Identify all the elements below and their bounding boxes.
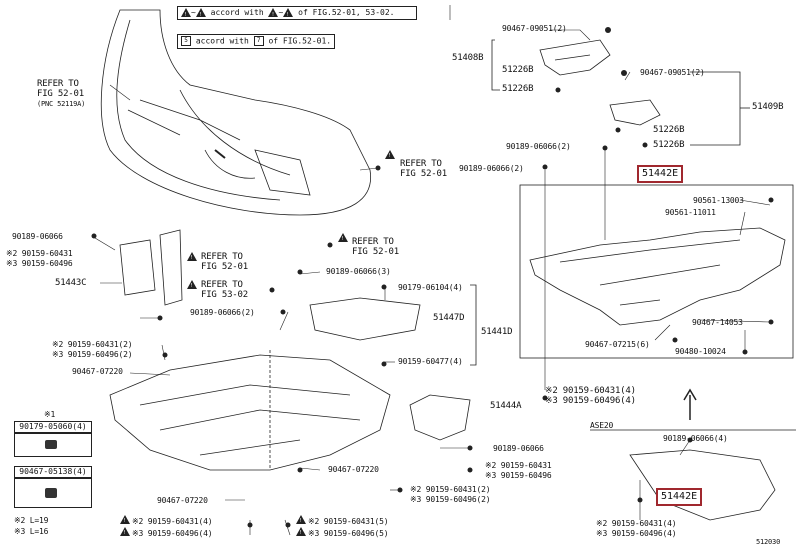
- legend-note: ※2 L=19: [14, 516, 49, 525]
- legend-part[interactable]: 90179-05060(4): [14, 421, 92, 433]
- part-label[interactable]: 90467-14053: [692, 318, 743, 327]
- part-label[interactable]: 90189-06066(3): [326, 267, 391, 276]
- warning-icon: !: [283, 8, 294, 18]
- refer-label[interactable]: REFER TO: [37, 79, 79, 89]
- part-label[interactable]: 90189-06066: [493, 444, 544, 453]
- part-label[interactable]: 90179-06104(4): [398, 283, 463, 292]
- square-number-icon: 5: [181, 36, 191, 46]
- note-box-2: 5 accord with 7 of FIG.52-01.: [177, 34, 335, 49]
- part-label[interactable]: 51447D: [433, 313, 465, 323]
- part-label[interactable]: 51409B: [752, 102, 784, 112]
- figure-number: 512030: [756, 538, 781, 546]
- fig-ref-link[interactable]: FIG 52-01: [201, 262, 248, 272]
- warning-icon: !: [195, 8, 206, 18]
- nut-illustration: [14, 478, 92, 508]
- part-label[interactable]: 90467-07220: [328, 465, 379, 474]
- legend-part[interactable]: 90467-05138(4): [14, 466, 92, 478]
- part-label[interactable]: ※3 90159-60496: [6, 259, 73, 268]
- note-box-1: !~! accord with !~! of FIG.52-01, 53-02.: [177, 6, 417, 20]
- part-label[interactable]: ※2 90159-60431: [6, 249, 73, 258]
- part-label[interactable]: 90189-06066: [12, 232, 63, 241]
- part-label-highlighted[interactable]: 51442E: [637, 165, 684, 183]
- clip-illustration: [14, 433, 92, 457]
- part-label[interactable]: 51408B: [452, 53, 484, 63]
- part-label[interactable]: 90467-07215(6): [585, 340, 650, 349]
- part-label[interactable]: ※2 90159-60431(4): [596, 519, 677, 528]
- part-label[interactable]: 90189-06066(2): [190, 308, 255, 317]
- bracket-51443c: [119, 239, 156, 296]
- part-label[interactable]: ※2 90159-60431(2): [410, 485, 491, 494]
- part-label[interactable]: 90467-07220: [157, 496, 208, 505]
- part-label[interactable]: 90561-13003: [693, 196, 744, 205]
- arrow-up: [683, 388, 697, 420]
- warning-icon: !: [296, 515, 306, 524]
- part-label[interactable]: ※2 90159-60431: [485, 461, 552, 470]
- fig-ref-link[interactable]: FIG 53-02: [201, 290, 248, 300]
- part-label[interactable]: ※3 90159-60496(5): [308, 529, 389, 538]
- part-label[interactable]: 51443C: [55, 278, 87, 288]
- part-label[interactable]: 90467-07220: [72, 367, 123, 376]
- part-label-highlighted[interactable]: 51442E: [656, 488, 703, 506]
- note-text: accord with: [195, 36, 249, 46]
- part-label[interactable]: ※3 90159-60496(2): [410, 495, 491, 504]
- refer-label[interactable]: REFER TO: [352, 237, 394, 247]
- fig-ref-link[interactable]: FIG 52-01: [352, 247, 399, 257]
- square-number-icon: 7: [253, 36, 264, 46]
- part-label[interactable]: ※2 90159-60431(4): [545, 386, 636, 396]
- part-label[interactable]: 90159-60477(4): [398, 357, 463, 366]
- part-label[interactable]: 51226B: [502, 84, 534, 94]
- part-label[interactable]: ※3 90159-60496(4): [596, 529, 677, 538]
- part-label[interactable]: ※2 90159-60431(5): [308, 517, 389, 526]
- engine-under-cover: [109, 350, 391, 471]
- refer-label[interactable]: REFER TO: [201, 280, 243, 290]
- part-label[interactable]: 90467-09051(2): [502, 24, 567, 33]
- note-text: accord with: [210, 8, 264, 17]
- warning-icon: !: [187, 280, 197, 290]
- fig-ref-link[interactable]: FIG 52-01: [400, 169, 447, 179]
- part-label[interactable]: 90189-06066(2): [506, 142, 571, 151]
- variant-label: ASE20: [590, 421, 614, 430]
- fig-ref-link[interactable]: FIG 52-01: [37, 89, 84, 99]
- pnc-label: (PNC 52119A): [37, 100, 86, 108]
- bracket-51409b: [609, 99, 661, 126]
- cover-51447d: [309, 297, 421, 341]
- part-51444a: [409, 394, 471, 441]
- part-label[interactable]: 51441D: [481, 327, 513, 337]
- warning-icon: !: [120, 527, 130, 536]
- note-text: of FIG.52-01.: [268, 36, 332, 46]
- part-label[interactable]: ※3 90159-60496(4): [545, 396, 636, 406]
- part-label[interactable]: 51226B: [502, 65, 534, 75]
- warning-icon: !: [181, 8, 191, 18]
- legend-note: ※3 L=16: [14, 527, 49, 536]
- part-label[interactable]: 90561-11011: [665, 208, 716, 217]
- warning-icon: !: [338, 233, 348, 243]
- part-label[interactable]: 90480-10024: [675, 347, 726, 356]
- part-label[interactable]: 51444A: [490, 401, 522, 411]
- part-label[interactable]: ※2 90159-60431(4): [132, 517, 213, 526]
- part-label[interactable]: ※3 90159-60496: [485, 471, 552, 480]
- warning-icon: !: [268, 8, 279, 18]
- warning-icon: !: [385, 150, 395, 160]
- part-label[interactable]: 90467-09051(2): [640, 68, 705, 77]
- note-text: of FIG.52-01, 53-02.: [298, 8, 395, 17]
- part-label[interactable]: 90189-06066(2): [459, 164, 524, 173]
- part-label[interactable]: 90189-06066(4): [663, 434, 728, 443]
- warning-icon: !: [296, 527, 306, 536]
- under-cover-51442e-ase20: [629, 449, 776, 521]
- part-label[interactable]: 51226B: [653, 140, 685, 150]
- refer-label[interactable]: REFER TO: [201, 252, 243, 262]
- part-label[interactable]: 51226B: [653, 125, 685, 135]
- part-label[interactable]: ※3 90159-60496(4): [132, 529, 213, 538]
- warning-icon: !: [187, 252, 197, 262]
- refer-label[interactable]: REFER TO: [400, 159, 442, 169]
- legend-heading: ※1: [44, 410, 56, 419]
- part-label[interactable]: ※2 90159-60431(2): [52, 340, 133, 349]
- part-label[interactable]: ※3 90159-60496(2): [52, 350, 133, 359]
- bracket-51408b: [539, 39, 611, 76]
- front-bumper: [100, 9, 372, 216]
- under-cover-51442e: [529, 227, 786, 326]
- warning-icon: !: [120, 515, 130, 524]
